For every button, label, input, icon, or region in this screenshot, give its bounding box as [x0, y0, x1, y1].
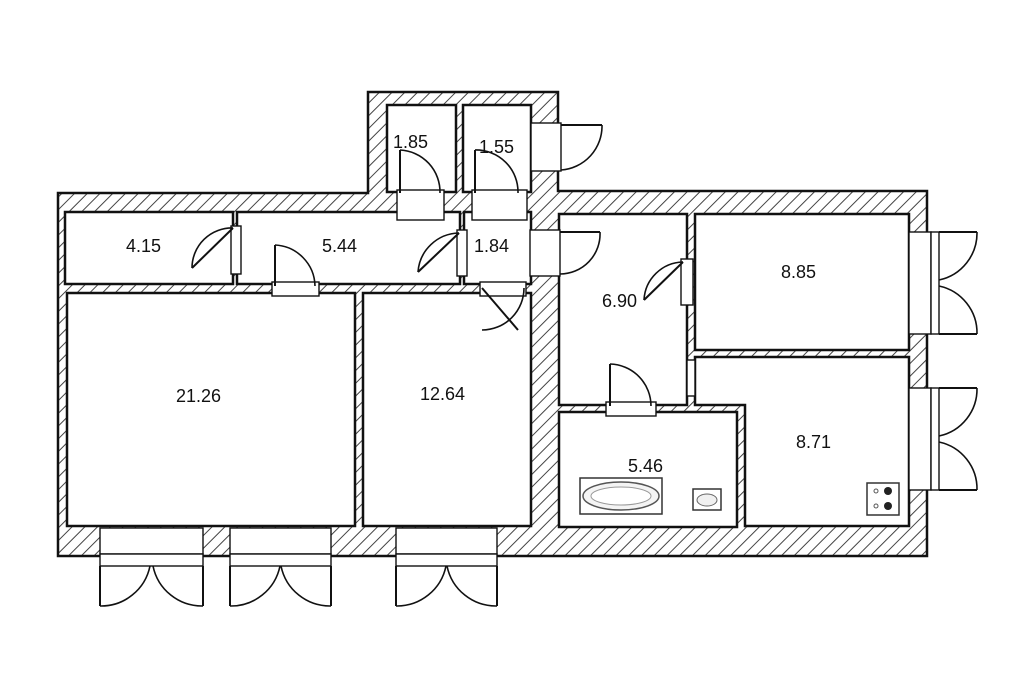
door-5-44-right — [417, 229, 468, 277]
exterior-door-right-1 — [908, 231, 978, 335]
door-4-15 — [191, 225, 242, 275]
room-label-4-15: 4.15 — [126, 236, 161, 256]
room-1-84 — [462, 210, 533, 286]
door-5-44 — [271, 244, 320, 297]
door-5-46 — [605, 363, 657, 417]
exterior-door-right-2 — [908, 387, 978, 491]
room-1-85 — [385, 103, 458, 194]
exterior-door-1 — [99, 527, 204, 607]
room-label-8-85: 8.85 — [781, 262, 816, 282]
room-label-5-44: 5.44 — [322, 236, 357, 256]
room-label-1-84: 1.84 — [474, 236, 509, 256]
door-1-84 — [479, 281, 527, 331]
room-label-1-85: 1.85 — [393, 132, 428, 152]
door-6-90 — [643, 258, 694, 306]
exterior-door-3 — [395, 527, 498, 607]
door-1-84-right — [529, 229, 601, 277]
room-21-26 — [65, 291, 357, 528]
room-label-6-90: 6.90 — [602, 291, 637, 311]
room-8-71 — [693, 355, 911, 528]
bathtub-icon — [579, 477, 663, 515]
room-label-12-64: 12.64 — [420, 384, 465, 404]
room-12-64 — [361, 291, 533, 528]
room-label-1-55: 1.55 — [479, 137, 514, 157]
room-8-85 — [693, 212, 911, 352]
door-1-55 — [471, 149, 528, 221]
room-label-8-71: 8.71 — [796, 432, 831, 452]
room-label-21-26: 21.26 — [176, 386, 221, 406]
door-1-55-exterior — [530, 122, 603, 172]
partition-window-1 — [686, 359, 696, 397]
room-label-5-46: 5.46 — [628, 456, 663, 476]
stove-icon — [866, 482, 900, 516]
sink-icon — [692, 488, 722, 511]
door-1-85 — [396, 149, 445, 221]
exterior-door-2 — [229, 527, 332, 607]
room-6-90 — [557, 212, 689, 407]
